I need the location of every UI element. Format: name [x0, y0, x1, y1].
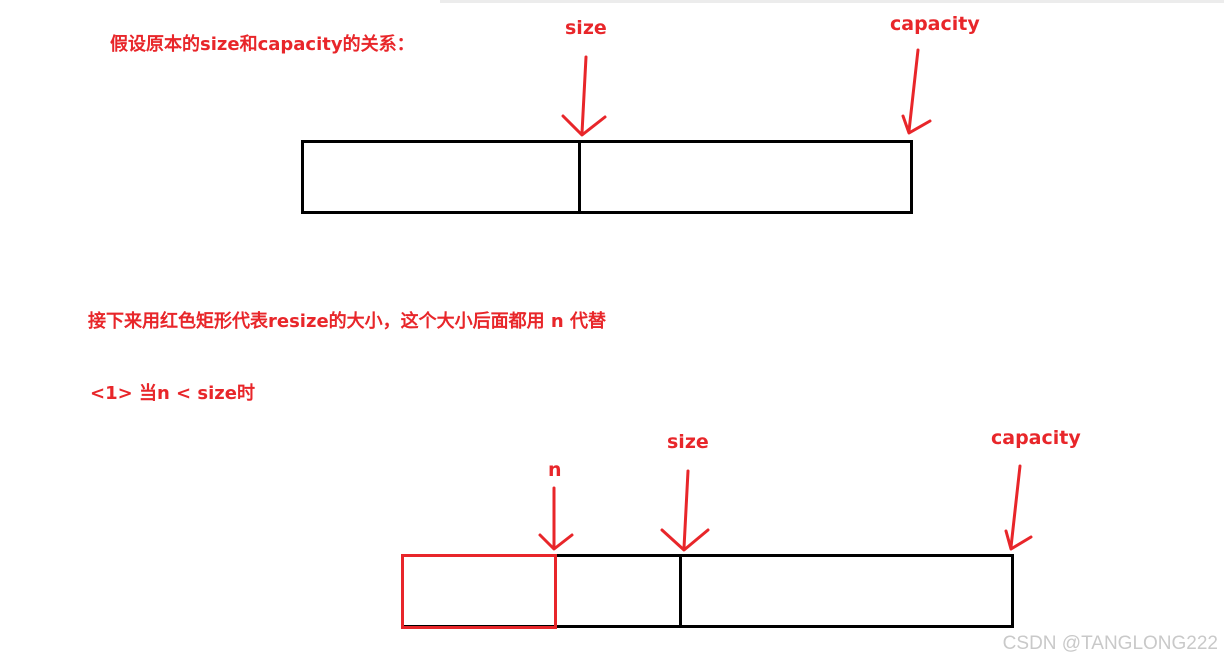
- heading-case-1: <1> 当n < size时: [90, 383, 255, 404]
- bottom-n-arrow-icon: [538, 486, 574, 551]
- top-size-divider: [578, 140, 581, 214]
- resize-n-rect: [401, 554, 557, 629]
- bottom-size-label: size: [667, 431, 709, 453]
- top-size-label: size: [565, 17, 607, 39]
- bottom-size-divider: [679, 554, 682, 628]
- heading-resize-description: 接下来用红色矩形代表resize的大小，这个大小后面都用 n 代替: [88, 311, 606, 332]
- bottom-size-arrow-icon: [660, 469, 710, 552]
- top-capacity-label: capacity: [890, 13, 980, 35]
- top-capacity-arrow-icon: [901, 48, 932, 135]
- heading-original-relation: 假设原本的size和capacity的关系：: [110, 34, 415, 55]
- top-capacity-box: [301, 140, 913, 214]
- watermark: CSDN @TANGLONG222: [1002, 633, 1218, 654]
- bottom-capacity-arrow-icon: [1004, 464, 1033, 551]
- top-divider: [440, 0, 1224, 3]
- bottom-n-label: n: [548, 459, 562, 481]
- bottom-capacity-label: capacity: [991, 427, 1081, 449]
- top-size-arrow-icon: [561, 55, 607, 137]
